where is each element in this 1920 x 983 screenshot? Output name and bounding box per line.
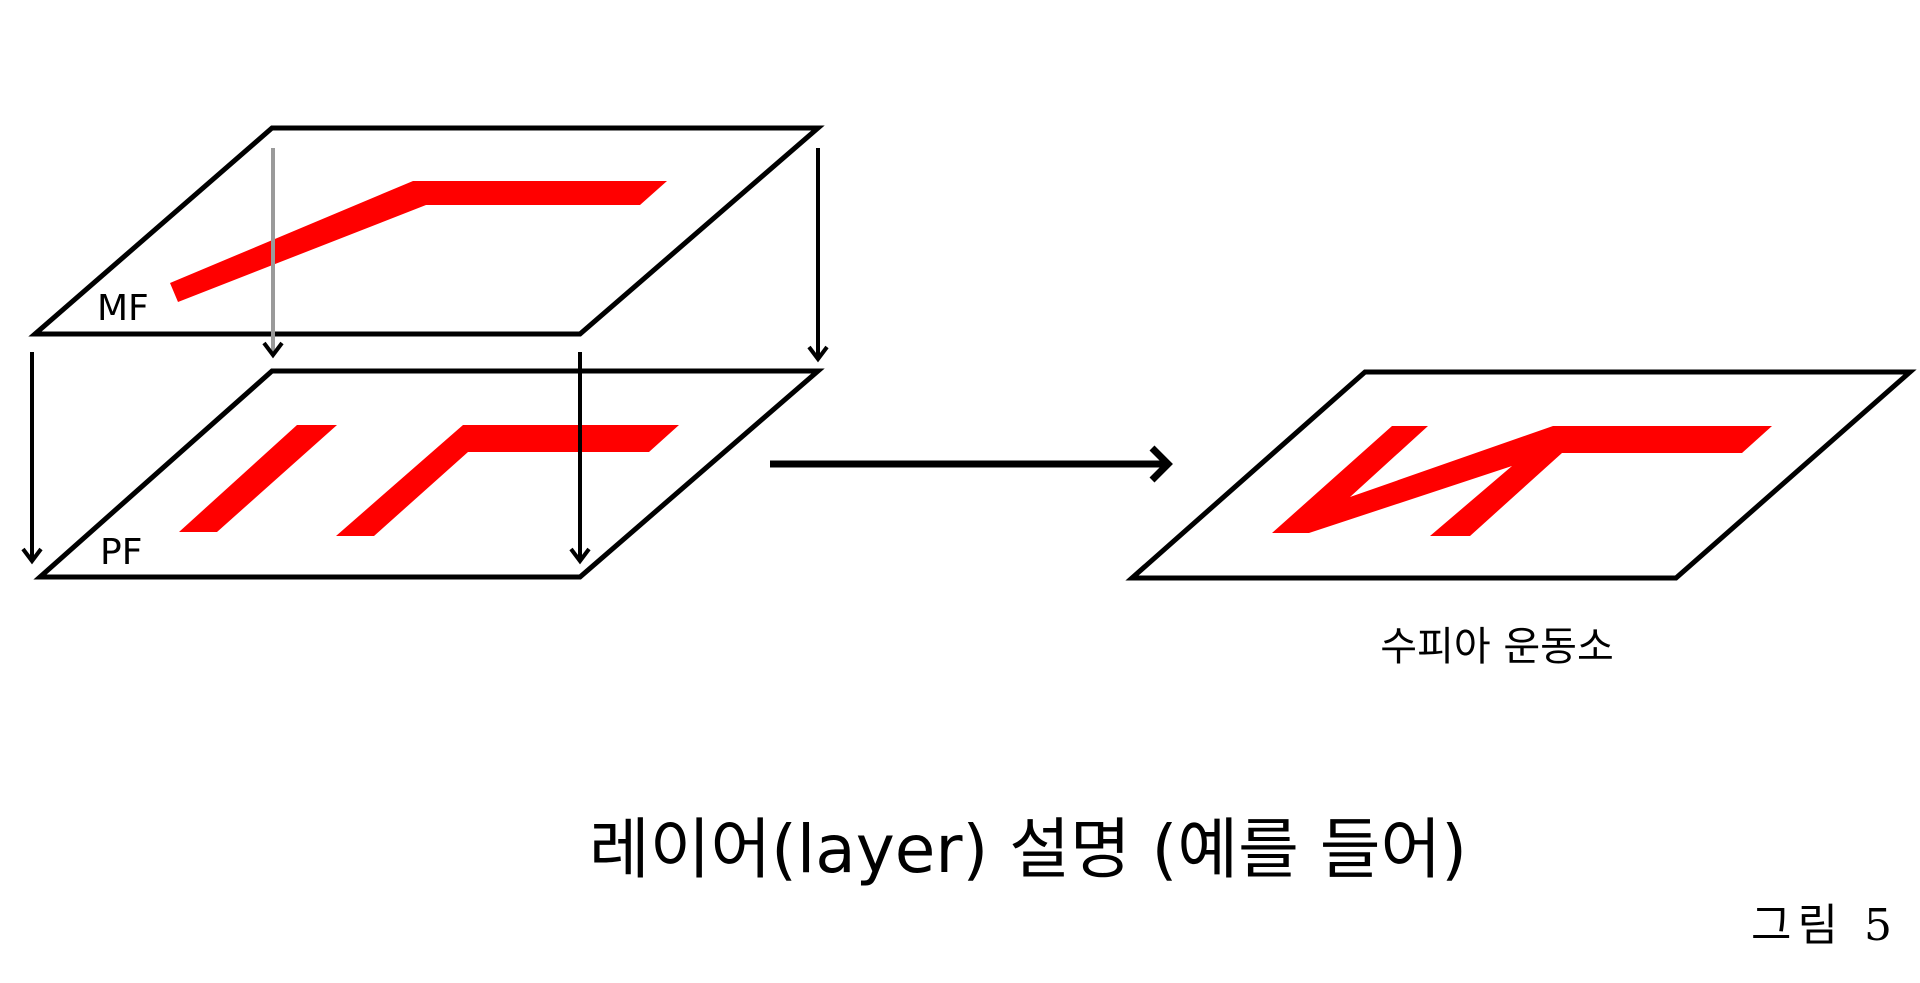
projection-arrows [21, 148, 829, 565]
mf-layer: MF [28, 125, 825, 337]
figure-number: 그림 5 [1751, 900, 1898, 951]
arrowhead [262, 341, 284, 359]
pf-plane [33, 368, 825, 580]
diagram-title: 레이어(layer) 설명 (예를 들어) [589, 811, 1467, 888]
result-plane [1125, 369, 1917, 581]
pf-layer: PF [33, 368, 825, 580]
result-layer: 수피아 운동소 [1125, 369, 1917, 670]
mf-red-pattern [170, 181, 667, 302]
pf-label: PF [100, 532, 142, 573]
result-caption: 수피아 운동소 [1380, 624, 1614, 670]
result-arrow [770, 445, 1173, 483]
arrowhead [1149, 445, 1173, 483]
pf-red-pattern-left [179, 425, 337, 532]
arrowhead [807, 345, 829, 363]
arrowhead [21, 547, 43, 565]
arrowhead [569, 547, 591, 565]
pf-red-pattern-right [336, 425, 679, 536]
result-red-pattern [1272, 426, 1772, 536]
mf-label: MF [97, 288, 149, 329]
mf-plane [28, 125, 825, 337]
